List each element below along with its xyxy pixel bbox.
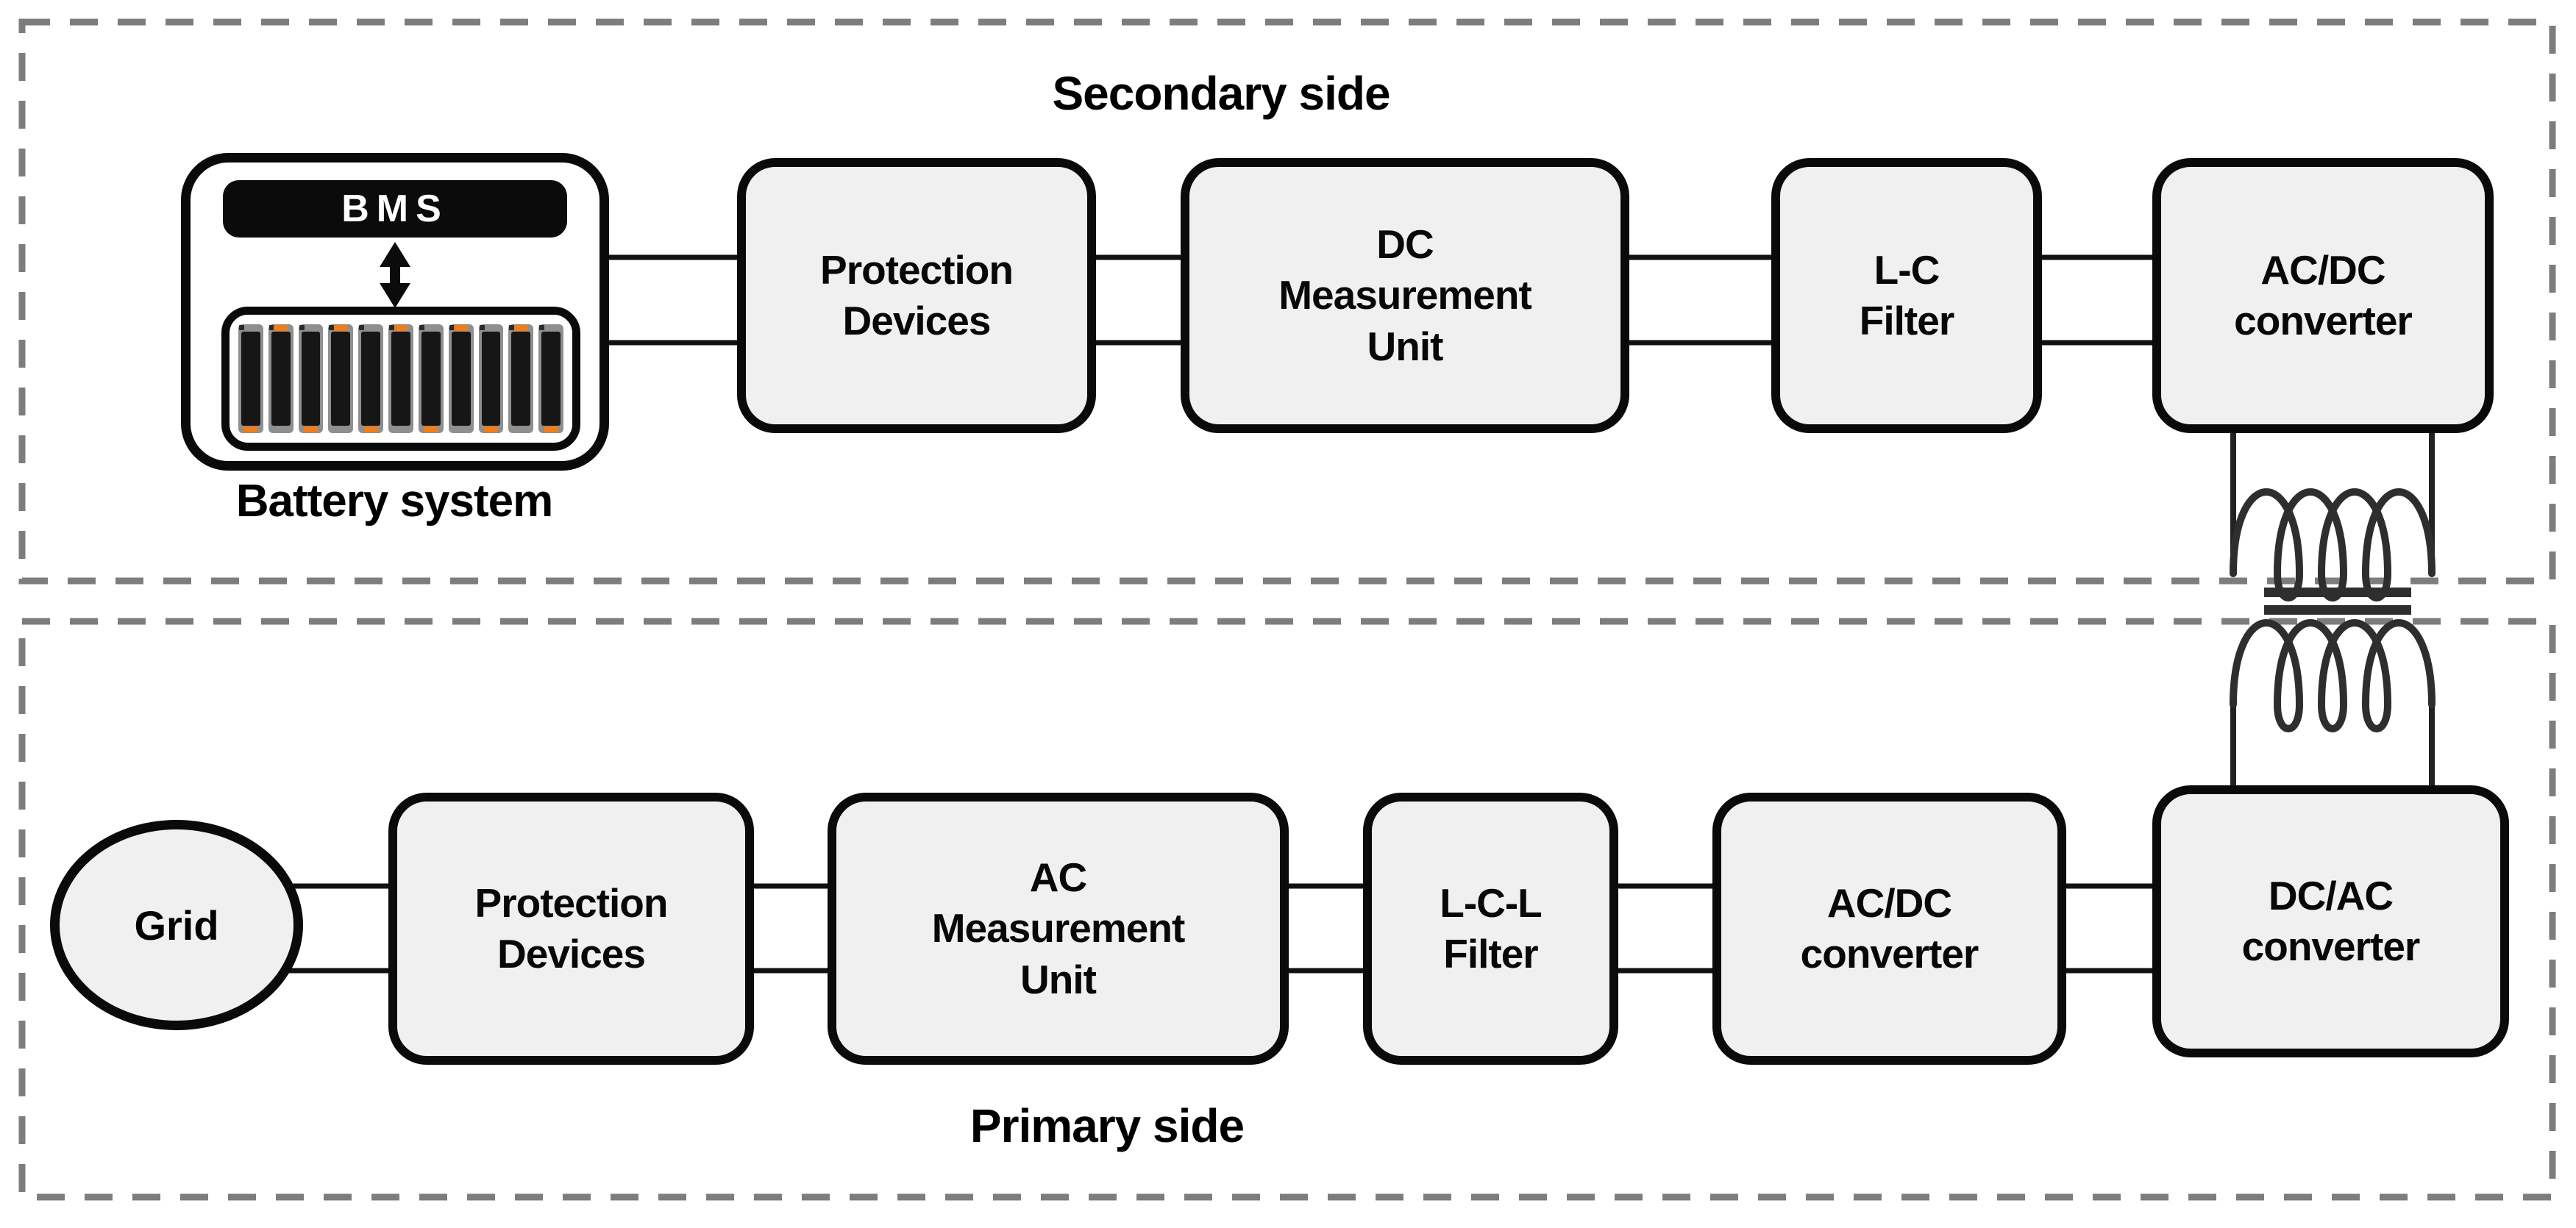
block-label: L-C-L Filter (1440, 879, 1543, 977)
block-lc-filter: L-C Filter (1771, 158, 2042, 433)
battery-cell (418, 324, 444, 433)
bms-label: BMS (341, 188, 449, 230)
grid-label: Grid (134, 902, 219, 949)
battery-cell (388, 324, 413, 433)
battery-cell (238, 324, 263, 433)
bms-link-arrow-icon (380, 242, 410, 308)
block-label: L-C Filter (1859, 246, 1954, 343)
battery-system: BMS (181, 153, 609, 471)
block-protection-devices-secondary: Protection Devices (737, 158, 1096, 433)
primary-side-title: Primary side (969, 1099, 1245, 1152)
block-ac-measurement-unit: AC Measurement Unit (828, 793, 1289, 1065)
block-acdc-converter-primary: AC/DC converter (1712, 793, 2066, 1065)
battery-cell-body (391, 332, 410, 426)
battery-cell (298, 324, 324, 433)
block-dc-measurement-unit: DC Measurement Unit (1181, 158, 1629, 433)
battery-cell-body (481, 332, 501, 426)
battery-cell-body (541, 332, 561, 426)
battery-cell-body (331, 332, 351, 426)
block-label: DC Measurement Unit (1278, 221, 1532, 369)
block-dcac-converter: DC/AC converter (2152, 785, 2509, 1057)
block-lcl-filter: L-C-L Filter (1363, 793, 1618, 1065)
battery-cell-body (421, 332, 441, 426)
transformer-core-icon (2264, 588, 2411, 615)
block-label: AC/DC converter (1800, 879, 1979, 977)
block-protection-devices-primary: Protection Devices (388, 793, 754, 1065)
primary-connector-lines (280, 883, 2160, 974)
battery-cell-body (451, 332, 471, 426)
battery-cell-body (271, 332, 291, 426)
block-label: AC/DC converter (2234, 246, 2413, 343)
secondary-coil-icon (2230, 488, 2436, 601)
battery-cell (538, 324, 563, 433)
primary-side-dashed-box (18, 618, 2556, 1201)
battery-cell (478, 324, 504, 433)
battery-cell (328, 324, 354, 433)
grid-node: Grid (50, 820, 303, 1030)
battery-pack-icon (221, 307, 580, 451)
battery-cell-body (301, 332, 321, 426)
block-label: AC Measurement Unit (931, 854, 1186, 1002)
block-acdc-converter-secondary: AC/DC converter (2152, 158, 2494, 433)
block-label: Protection Devices (474, 879, 669, 977)
battery-cell (358, 324, 384, 433)
secondary-connector-lines (599, 254, 2159, 346)
battery-cell (448, 324, 474, 433)
secondary-side-title: Secondary side (1052, 67, 1390, 120)
battery-cell-body (361, 332, 381, 426)
block-label: Protection Devices (820, 246, 1014, 343)
battery-system-caption: Battery system (235, 476, 554, 526)
battery-cell (508, 324, 534, 433)
battery-cell-body (511, 332, 531, 426)
bms-badge: BMS (223, 180, 567, 238)
battery-cell-body (241, 332, 260, 426)
battery-cell (268, 324, 293, 433)
block-label: DC/AC converter (2241, 872, 2421, 969)
primary-coil-icon (2230, 619, 2436, 732)
secondary-side-dashed-box (18, 18, 2556, 585)
